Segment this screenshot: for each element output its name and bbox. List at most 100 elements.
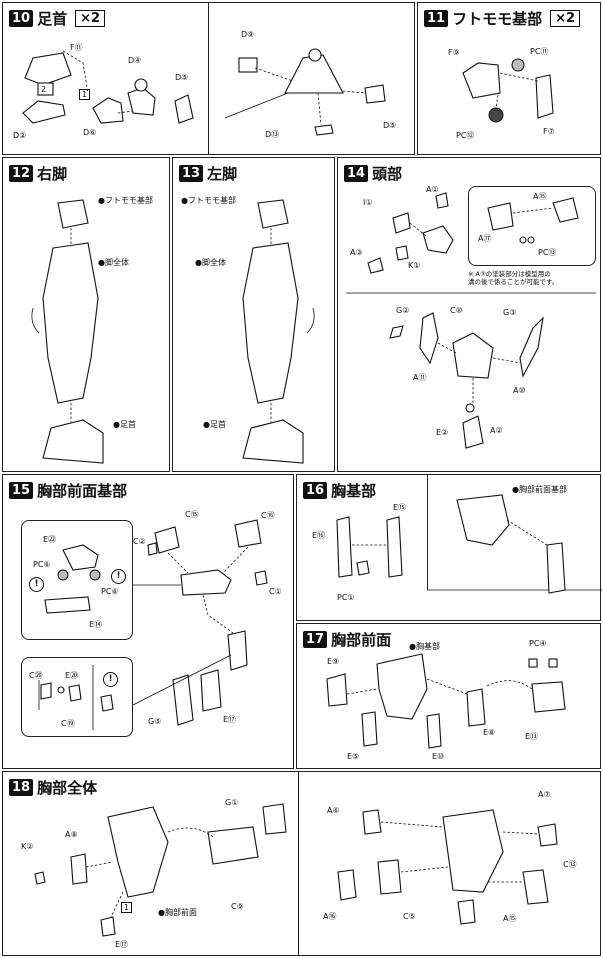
detail-inset — [21, 520, 133, 640]
part-label: C⑤ — [403, 912, 416, 921]
quantity-badge: ×2 — [550, 10, 581, 27]
step-17-panel: 17 胸部前面 ●胸基部 E⑨ E⑧ E⑤ E⑩ PC④ E⑬ — [296, 623, 601, 769]
step-13-panel: 13 左脚 ●フトモモ基部 ●脚全体 ●足首 — [172, 157, 335, 472]
step-11-illustration — [462, 58, 554, 123]
step-header: 10 足首 ×2 — [9, 8, 106, 29]
part-label: C⑯ — [261, 511, 275, 520]
step-marker: 1 — [121, 902, 133, 913]
detail-inset — [468, 186, 596, 266]
step-marker: 2 — [41, 85, 47, 94]
step-10-illustration — [22, 48, 386, 136]
part-label: A⑯ — [323, 912, 337, 921]
part-label: E⑰ — [115, 940, 129, 949]
step-header: 13 左脚 — [179, 163, 237, 184]
paint-note: ※ A③の塗装部分は模型用の 溝の後で係ることが可能です。 — [468, 270, 558, 286]
part-label: F⑨ — [448, 48, 460, 57]
step-title: 胸部前面 — [331, 631, 392, 649]
step-title: フトモモ基部 — [452, 10, 543, 28]
part-label: D② — [13, 131, 27, 140]
step-header: 17 胸部前面 — [303, 629, 391, 650]
step-header: 11 フトモモ基部 ×2 — [424, 8, 581, 29]
part-label: C⑩ — [450, 306, 463, 315]
divider — [427, 475, 428, 590]
step-number: 13 — [179, 165, 204, 182]
part-label: D④ — [128, 56, 142, 65]
note-line: 溝の後で係ることが可能です。 — [468, 278, 559, 286]
step-10-panel: 10 足首 ×2 F⑪ D④ D⑤ D② D⑥ D⑨ D⑬ D⑤ 2 1 — [2, 2, 415, 155]
part-label: F⑦ — [543, 127, 555, 136]
part-label: PC⑫ — [456, 131, 475, 140]
step-header: 14 頭部 — [344, 163, 402, 184]
step-14-illustration — [346, 192, 596, 449]
quantity-badge: ×2 — [75, 10, 106, 27]
step-number: 12 — [9, 165, 34, 182]
part-label: F⑪ — [70, 43, 83, 52]
part-label: E⑬ — [525, 732, 539, 741]
step-number: 18 — [9, 779, 34, 796]
step-18-illustration — [34, 803, 558, 937]
step-number: 14 — [344, 165, 369, 182]
part-label: D⑬ — [265, 130, 280, 139]
part-label: PC⑥ — [33, 560, 51, 569]
part-label: D⑤ — [175, 73, 189, 82]
part-label: E⑧ — [483, 728, 496, 737]
part-label: D⑤ — [383, 121, 397, 130]
part-label: A⑦ — [538, 790, 551, 799]
part-label: D⑥ — [83, 128, 97, 137]
part-label: A② — [490, 426, 503, 435]
caution-icon: ! — [29, 577, 44, 592]
part-label: PC⑬ — [538, 248, 557, 257]
part-label: C① — [269, 587, 282, 596]
part-label: I① — [363, 198, 373, 207]
step-header: 18 胸部全体 — [9, 777, 97, 798]
part-label: E⑤ — [347, 752, 360, 761]
part-label: ●胸部前面基部 — [512, 485, 567, 494]
part-label: G③ — [503, 308, 517, 317]
caution-icon: ! — [103, 672, 118, 687]
part-label: E⑭ — [89, 620, 103, 629]
part-label: G② — [396, 306, 410, 315]
step-header: 15 胸部前面基部 — [9, 480, 127, 501]
step-14-panel: 14 頭部 A① I① A③ K① A⑮ A⑰ PC⑬ ※ A③の塗装部分は模型… — [337, 157, 601, 472]
step-title: 胸部全体 — [37, 779, 98, 797]
part-label: C⑬ — [563, 860, 577, 869]
step-12-illustration — [31, 199, 104, 464]
part-label: ●脚全体 — [195, 258, 226, 267]
part-label: E⑰ — [223, 715, 237, 724]
detail-inset — [21, 657, 133, 737]
step-title: 胸基部 — [331, 482, 377, 500]
part-label: PC④ — [529, 639, 547, 648]
step-header: 12 右脚 — [9, 163, 67, 184]
part-label: A③ — [350, 248, 363, 257]
part-label: E㉒ — [43, 535, 57, 544]
step-12-panel: 12 右脚 ●フトモモ基部 ●脚全体 ●足首 — [2, 157, 170, 472]
step-header: 16 胸基部 — [303, 480, 376, 501]
part-label: ●胸基部 — [409, 642, 440, 651]
step-11-panel: 11 フトモモ基部 ×2 F⑨ PC⑪ PC⑫ F⑦ — [417, 2, 601, 155]
step-title: 胸部前面基部 — [37, 482, 128, 500]
step-title: 足首 — [37, 10, 68, 28]
part-label: E⑩ — [432, 752, 445, 761]
step-17-illustration — [326, 653, 566, 749]
part-label: A⑮ — [533, 192, 547, 201]
part-label: C⑨ — [231, 902, 244, 911]
part-label: A⑥ — [327, 806, 340, 815]
divider — [208, 3, 209, 154]
caution-icon: ! — [111, 569, 126, 584]
part-label: ●脚全体 — [98, 258, 129, 267]
part-label: E⑨ — [327, 657, 340, 666]
step-16-illustration — [336, 494, 602, 594]
step-16-panel: 16 胸基部 E⑯ E⑮ PC① ●胸部前面基部 — [296, 474, 602, 621]
part-label: ●足首 — [203, 420, 226, 429]
part-label: A① — [426, 185, 439, 194]
part-label: C② — [133, 537, 146, 546]
step-13-illustration — [242, 199, 315, 464]
step-title: 左脚 — [207, 165, 238, 183]
step-number: 15 — [9, 482, 34, 499]
part-label: E⑯ — [312, 531, 326, 540]
part-label: E⑮ — [393, 503, 407, 512]
step-title: 右脚 — [37, 165, 68, 183]
part-label: G⑤ — [148, 717, 162, 726]
note-line: ※ A③の塗装部分は模型用の — [468, 270, 551, 278]
